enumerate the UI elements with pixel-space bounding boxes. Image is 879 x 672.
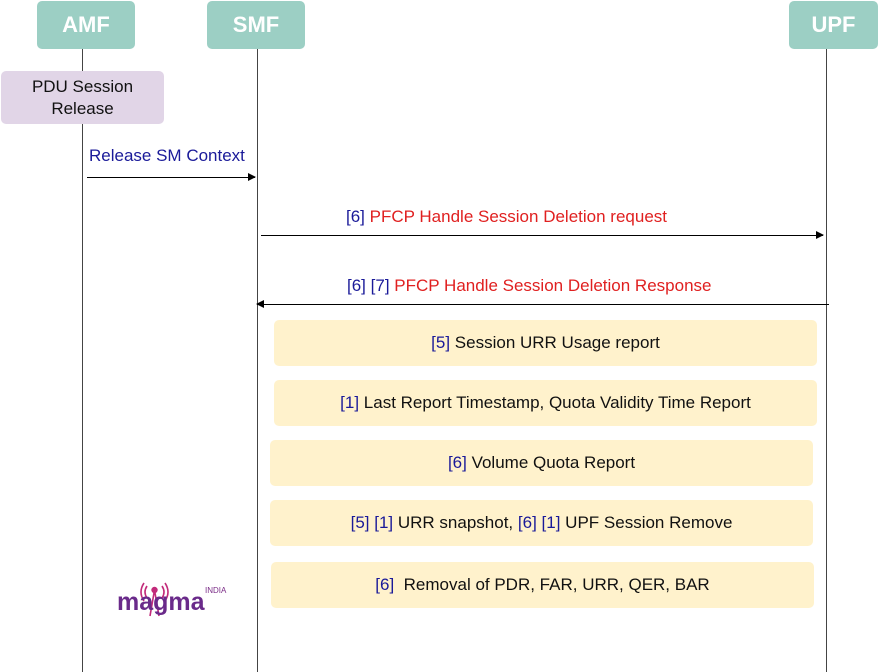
amf-actor: AMF (37, 1, 135, 49)
deletion-response-arrow (256, 300, 829, 308)
smf-lifeline (257, 49, 258, 672)
step-ref: [5] (350, 513, 370, 532)
deletion-request-arrow (261, 231, 824, 239)
logo-tag: INDIA (205, 586, 227, 595)
step-text: Volume Quota Report (471, 453, 636, 472)
deletion-request-text: PFCP Handle Session Deletion request (369, 207, 667, 226)
magma-logo: INDIA magma (117, 582, 227, 617)
deletion-response-text: PFCP Handle Session Deletion Response (394, 276, 712, 295)
deletion-response-ref-2: [7] (370, 276, 390, 295)
step-note-volume-quota: [6] Volume Quota Report (270, 440, 813, 486)
logo-wordmark: magma (117, 588, 206, 616)
pdu-session-release-note: PDU Session Release (1, 71, 164, 124)
step-ref: [1] (374, 513, 394, 532)
release-sm-context-label: Release SM Context (89, 146, 245, 165)
release-sm-context-arrow (87, 173, 256, 181)
step-ref: [6] (517, 513, 537, 532)
step-ref: [5] (431, 333, 451, 352)
step-note-urr-snapshot: [5] [1] URR snapshot, [6] [1] UPF Sessio… (270, 500, 813, 546)
step-ref: [1] (541, 513, 561, 532)
amf-lifeline (82, 49, 83, 672)
step-note-removal: [6] Removal of PDR, FAR, URR, QER, BAR (271, 562, 814, 608)
step-text: Session URR Usage report (454, 333, 660, 352)
step-ref: [6] (447, 453, 467, 472)
pdu-session-release-label: PDU Session Release (31, 76, 134, 118)
step-note-timestamp-report: [1] Last Report Timestamp, Quota Validit… (274, 380, 817, 426)
smf-actor: SMF (207, 1, 305, 49)
step-ref: [6] (375, 575, 395, 594)
step-text: URR snapshot, (397, 513, 514, 532)
deletion-response-label: [6] [7] PFCP Handle Session Deletion Res… (347, 276, 711, 296)
upf-actor: UPF (789, 1, 878, 49)
step-note-usage-report: [5] Session URR Usage report (274, 320, 817, 366)
step-text: UPF Session Remove (565, 513, 733, 532)
upf-lifeline (826, 49, 827, 672)
antenna-icon (140, 582, 169, 617)
deletion-request-ref: [6] (346, 207, 365, 226)
deletion-request-label: [6] PFCP Handle Session Deletion request (346, 207, 667, 227)
step-text: Removal of PDR, FAR, URR, QER, BAR (403, 575, 710, 594)
deletion-response-ref-1: [6] (347, 276, 366, 295)
step-text: Last Report Timestamp, Quota Validity Ti… (363, 393, 751, 412)
step-ref: [1] (340, 393, 360, 412)
